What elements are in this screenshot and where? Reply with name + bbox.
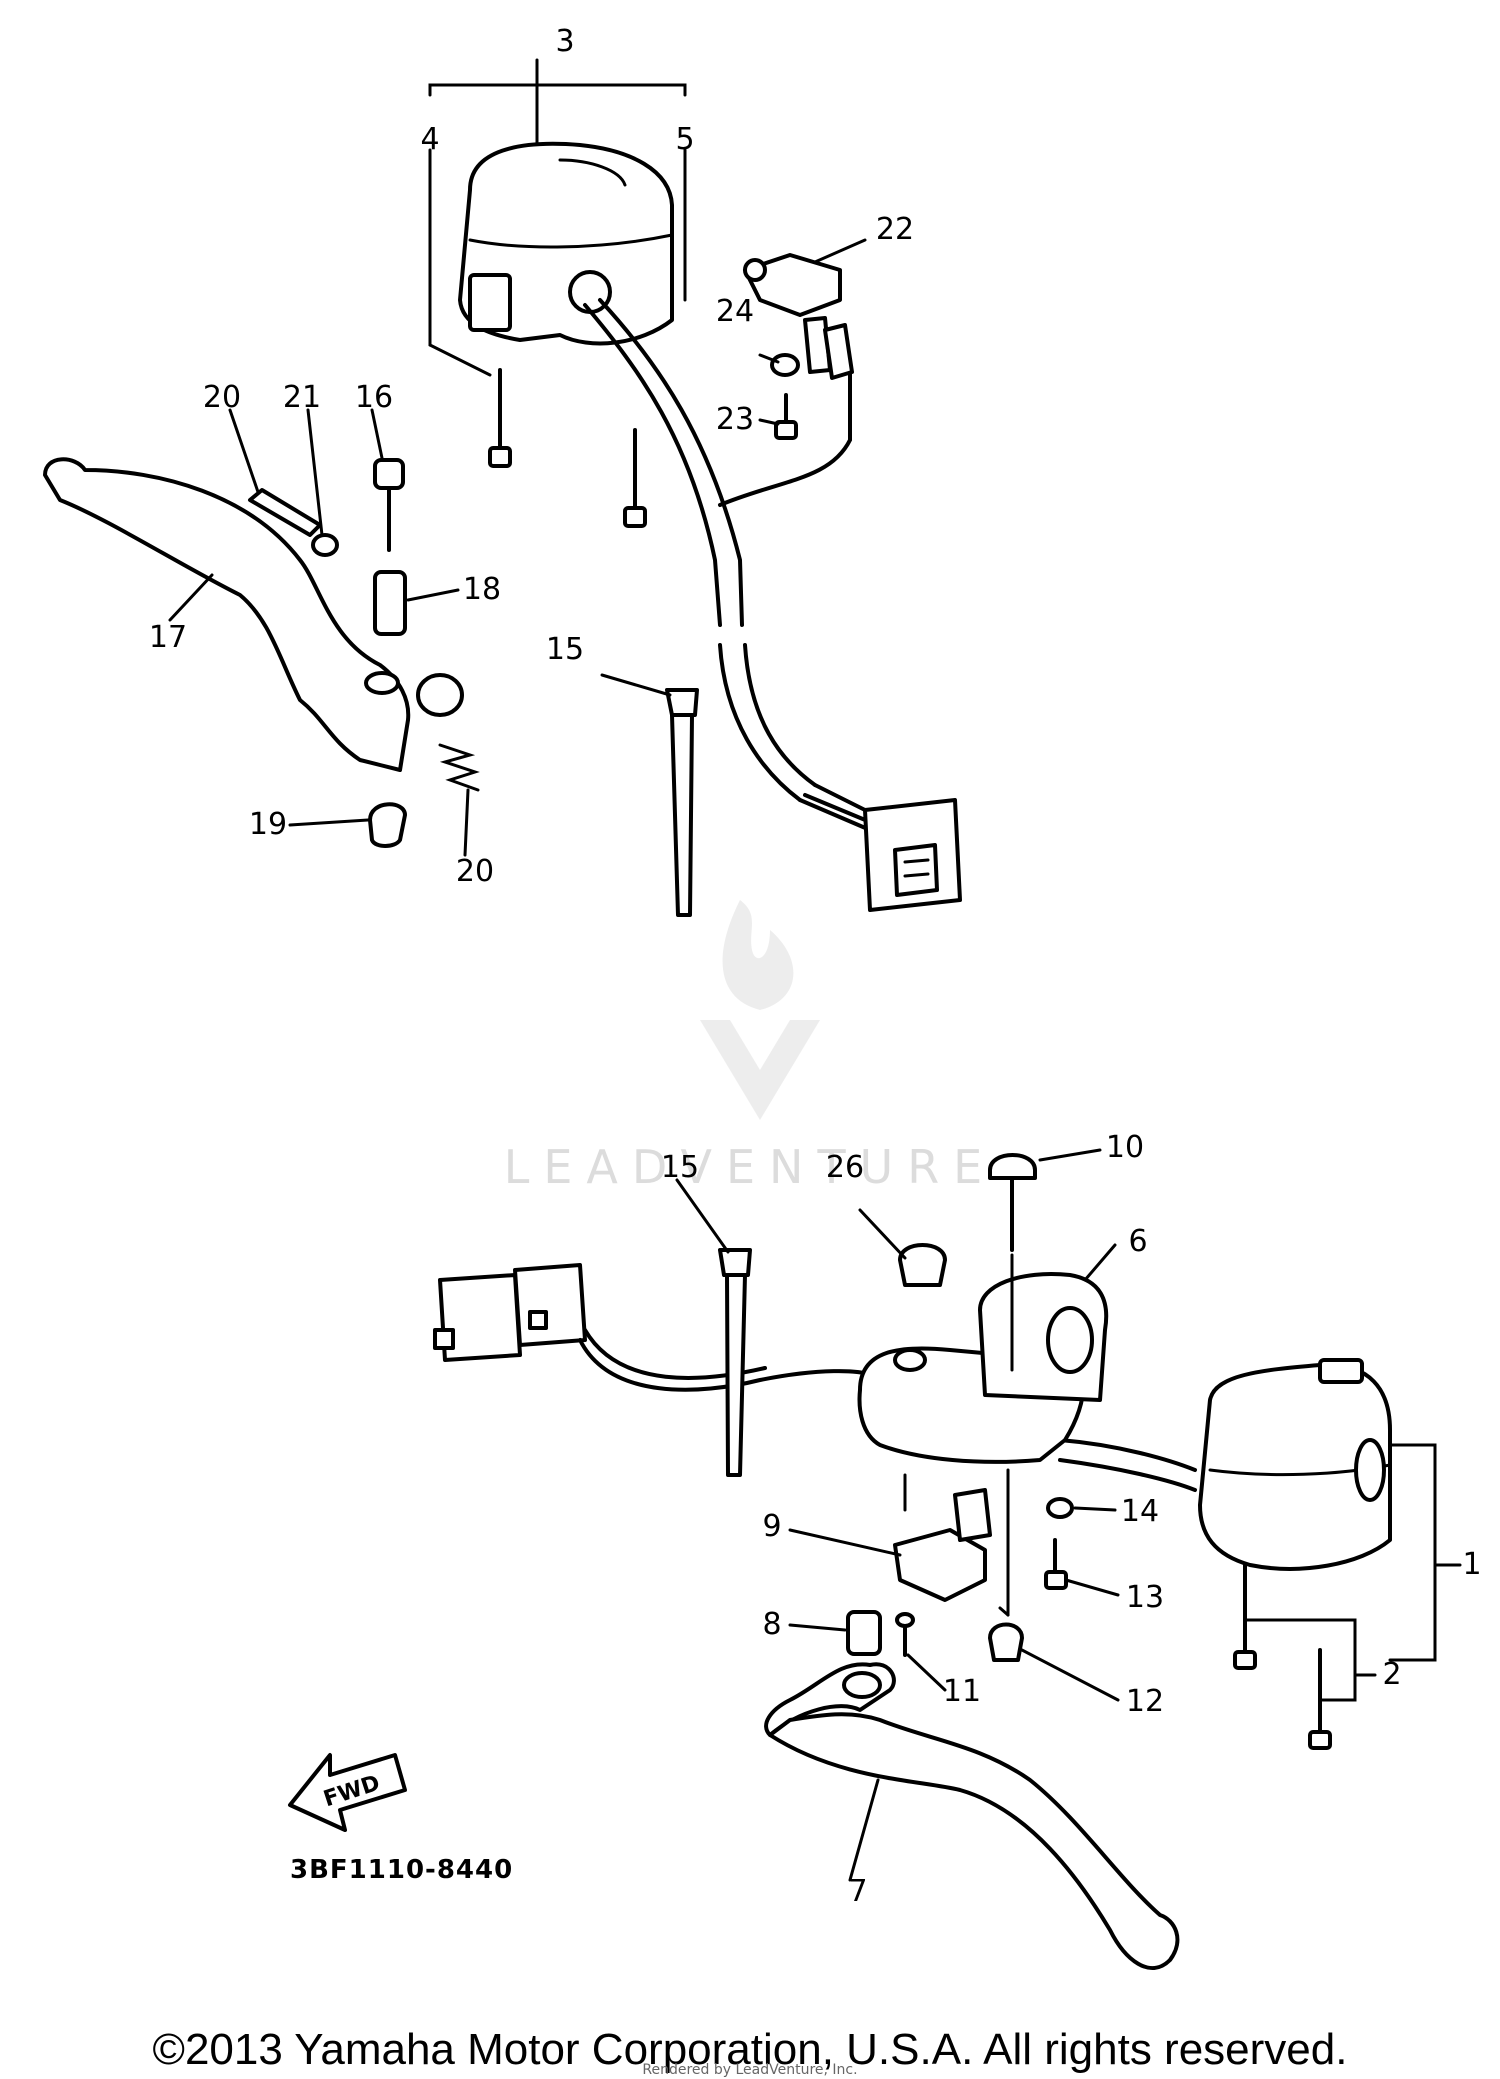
nut-12	[988, 1622, 1024, 1662]
cable-tie-15-top	[665, 688, 699, 917]
bracket-6	[857, 1253, 1109, 1464]
callout-1: 1	[1462, 1547, 1482, 1582]
callout-19: 18	[462, 572, 502, 607]
washer-25	[770, 353, 800, 377]
adjuster-body	[416, 673, 464, 717]
callout-7: 7	[848, 1874, 868, 1909]
wire-harness-top	[583, 298, 877, 832]
callout-18: 19	[248, 807, 288, 842]
callout-20: 20	[455, 854, 495, 889]
screw-24	[774, 393, 798, 440]
bracket-part-3	[428, 58, 687, 377]
rendered-by-notice: Rendered by LeadVenture, Inc.	[642, 2062, 858, 2078]
callout-11: 11	[942, 1674, 982, 1709]
drawing-code: 3BF1110-8440	[290, 1855, 514, 1885]
callout-22: 21	[282, 380, 322, 415]
bolt-17	[373, 458, 405, 552]
callout-16: 17	[148, 620, 188, 655]
clutch-lever-16	[43, 457, 411, 772]
callout-13: 13	[1125, 1580, 1165, 1615]
callout-24: 23	[715, 402, 755, 437]
wire-harness-bottom	[578, 1328, 1197, 1492]
screw-11	[895, 1612, 915, 1657]
callout-14: 14	[1120, 1494, 1160, 1529]
callout-10: 10	[1105, 1130, 1145, 1165]
leader-lines	[168, 238, 1120, 1882]
spring-20	[438, 743, 480, 792]
callout-3: 3	[555, 24, 575, 59]
copyright-notice: ©2013 Yamaha Motor Corporation, U.S.A. A…	[152, 2025, 1348, 2074]
callout-9: 9	[762, 1509, 782, 1544]
washer-14	[1046, 1497, 1074, 1519]
callout-15-bottom: 15	[660, 1150, 700, 1185]
collar-19	[373, 570, 407, 636]
bracket-part-1	[1243, 1443, 1462, 1702]
callout-6: 6	[1128, 1224, 1148, 1259]
callout-23: 22	[875, 212, 915, 247]
screw-5	[623, 428, 647, 528]
callout-12: 12	[1125, 1684, 1165, 1719]
watermark-logo	[700, 900, 820, 1120]
watermark-text: LEADVENTURE	[503, 1140, 997, 1194]
screw-4	[488, 368, 512, 468]
coupler-top	[863, 798, 962, 912]
callout-26: 26	[825, 1150, 865, 1185]
cable-tie-15-bottom	[718, 1248, 752, 1477]
collar-8	[846, 1610, 882, 1656]
brake-switch-9	[893, 1488, 992, 1602]
callout-2: 2	[1382, 1657, 1402, 1692]
brake-lever-7	[764, 1662, 1180, 1971]
callout-8: 8	[762, 1607, 782, 1642]
callout-5: 5	[675, 122, 695, 157]
bolt-13	[1044, 1538, 1068, 1590]
callout-25: 24	[715, 294, 755, 329]
callout-17: 16	[354, 380, 394, 415]
switch-housing-3	[458, 141, 674, 346]
nut-18	[368, 802, 407, 848]
bolt-10	[988, 1153, 1037, 1252]
screws-2	[1233, 1563, 1332, 1750]
coupler-bottom	[433, 1263, 587, 1362]
brake-switch-23	[743, 253, 854, 380]
switch-housing-1	[1198, 1358, 1392, 1571]
callout-21: 20	[202, 380, 242, 415]
callout-15-top: 15	[545, 632, 585, 667]
nut-22	[311, 533, 339, 557]
callout-4: 4	[420, 122, 440, 157]
cap-26	[898, 1243, 947, 1287]
fwd-arrow-icon	[288, 1753, 407, 1832]
